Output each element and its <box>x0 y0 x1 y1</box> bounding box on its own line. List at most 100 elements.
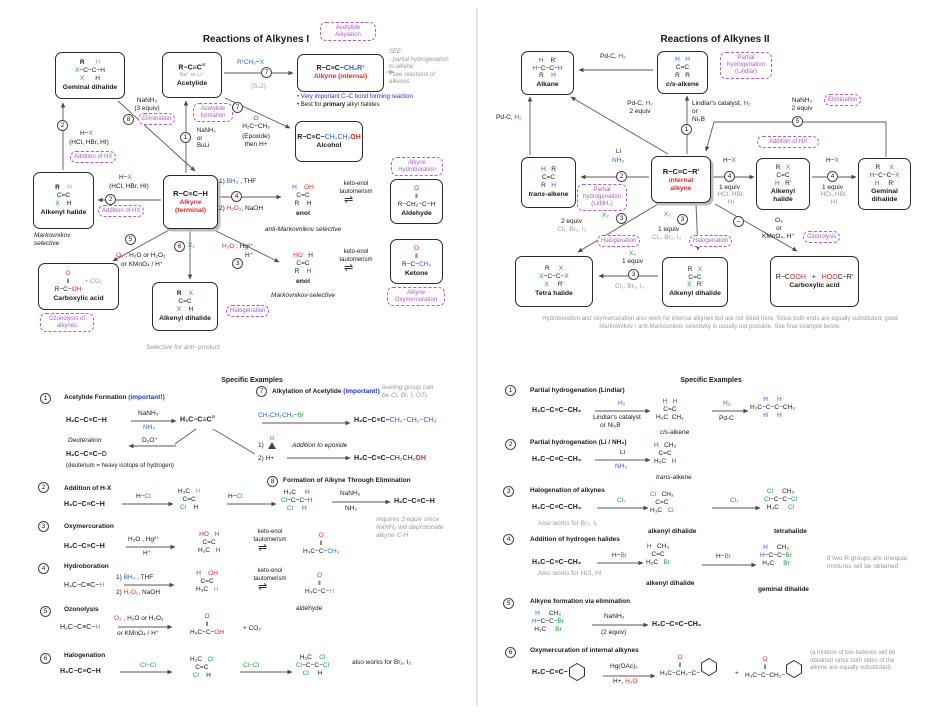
x2-reagent: X₂ <box>188 242 195 249</box>
step-circle-8: 8 <box>123 114 134 125</box>
ketone-2-structure: O‖H₃C−C−CH₂− <box>745 656 786 679</box>
step-circle-5: 5 <box>125 234 136 245</box>
example1-heading: Acetylide Formation (important!) <box>64 394 165 401</box>
pdc-h2-label-left: Pd-C, H₂ <box>496 114 522 121</box>
page1-examples-title: Specific Examples <box>221 377 283 384</box>
ketone-product-2: O‖H₃C−C−CH₂− <box>745 656 803 679</box>
hbr-label-1: H−Br <box>612 552 627 559</box>
one-equiv-label-3: 1 equiv <box>658 226 679 233</box>
halogenation-badge-2: Halogenation <box>689 235 733 248</box>
internal-alkyne-formula: R−C≡C−CH₂R¹ <box>316 65 365 73</box>
aldehyde-product-label: aldehyde <box>296 605 323 612</box>
elimination-badge: Elimination <box>138 113 176 126</box>
example1-substrate: H₃C−C≡C−H <box>66 417 107 424</box>
terminal-alkyne-box: R−C≡C−H Alkyne (terminal) <box>163 175 218 229</box>
hcl-reagent-1: H−Cl <box>136 493 151 500</box>
cl2-reagent-1: Cl−Cl <box>140 662 157 669</box>
p2-example3-note: Also works for Br₂, I₂ <box>538 520 598 527</box>
example7-heading: Alkylation of Acetylide (important!) <box>272 388 380 395</box>
alcohol-box: R−C≡C−CH₂CH₂OH Alcohol <box>295 121 363 162</box>
acetylide-box: R−C≡C⊖ Na⁺ or Li⁺ Acetylide <box>162 52 222 98</box>
example-circle-4: 4 <box>38 563 49 574</box>
step-circle-4: 4 <box>231 191 242 202</box>
or-label: or <box>776 225 782 232</box>
tetra-halide-label: Tetra halide <box>535 289 573 297</box>
example4-reagent-2: 2) H₂O₂, NaOH <box>116 589 161 596</box>
epoxide-triangle-icon <box>268 442 276 449</box>
cyclohexane-ring-icon-3 <box>786 660 803 679</box>
example6-substrate: H₃C−C≡C−H <box>60 668 101 675</box>
p2-example-circle-2: 2 <box>505 439 516 450</box>
alkenyl-halide-label-p2: Alkenyl halide <box>770 188 796 204</box>
cl2-reagent-2: Cl−Cl <box>243 662 260 669</box>
p2-step-circle-4b: 4 <box>827 171 838 182</box>
epoxide-step-1: 1) <box>258 442 264 449</box>
example-circle-8: 8 <box>267 476 278 487</box>
p2-ozonolysis-badge: Ozonolysis <box>803 231 841 244</box>
p2-alkenyl-halide-product-label: alkenyl dihalide <box>646 580 695 587</box>
hx-acids-vertical: (HCl, HBr, HI) <box>69 139 109 146</box>
alkenyl-dihalide-label: Alkenyl dihalide <box>159 314 211 322</box>
step-circle-1: 1 <box>180 132 191 143</box>
trans-alkene-product-label: trans-alkene <box>656 474 692 481</box>
oxymercuration-reagent: H₂O , Hg²⁺ <box>222 243 254 250</box>
p2-step-circle-3c: 3 <box>628 269 639 280</box>
ozonolysis-circle: – <box>733 216 744 227</box>
markovnikov-note: Markovnikov selective <box>34 232 71 248</box>
acetylide-label: Acetylide <box>176 80 208 88</box>
tetrahalide-product-label: tetrahalide <box>774 528 807 535</box>
nh3-reagent: NH₃ <box>612 157 625 164</box>
cyclohexyl-alkyne-substrate: H₃C−C≡C− <box>532 662 586 682</box>
p2-example-circle-5: 5 <box>503 598 514 609</box>
hcl-reagent-2: H−Cl <box>228 493 243 500</box>
leaving-group-note: leaving group can be Cl, Br, I, OTs <box>382 384 434 400</box>
p2-step-circle-4a: 4 <box>724 171 735 182</box>
pdc-label: Pd-C <box>719 415 734 422</box>
h2o-reagent: H+, H₂O <box>613 678 638 685</box>
example3-equilibrium: ⇌ <box>258 542 267 554</box>
cl2-label-2: Cl₂ <box>730 497 739 504</box>
alkyne-hydroboration-badge: Alkyne Hydroboration <box>391 157 443 177</box>
hx-acids-horizontal: (HCl, HBr, HI) <box>109 183 149 190</box>
acetylide-formula: R−C≡C⊖ <box>178 61 206 72</box>
addition-hx-badge-2: Addition of HX <box>98 205 145 218</box>
alkyne-oxymercuration-badge: Alkyne Oxymercuration <box>387 287 445 307</box>
epoxide-glyph: O <box>268 436 276 451</box>
pdc-h2-label-top: Pd-C, H₂ <box>600 53 626 60</box>
co2-product: + CO₂ <box>243 625 261 632</box>
p2-example6-heading: Oxymercuration of internal alkynes <box>530 647 639 654</box>
nanh2-buli-reagent: NaNH₂ or BuLi <box>197 128 216 149</box>
hx-acids-label-2: HCl, HBr, HI <box>820 191 848 207</box>
internal-alkyne-footnote: Hydroboration and oxymercuration also wo… <box>542 316 898 330</box>
example5-reagent-2: or KMnO₄ / H⁺ <box>117 630 160 637</box>
x2-label-3: X₂ <box>629 250 636 257</box>
cyclohexane-ring-icon-2 <box>701 658 718 677</box>
halogens-label-3: Cl₂, Br₂, I₂ <box>615 283 645 290</box>
p2-elimination-badge: Elimination <box>824 94 862 107</box>
carboxylic-acid-box: O‖R−C−OH + CO₂ Carboxylic acid <box>38 263 119 310</box>
example3-reagent-2: H⁺ <box>143 550 152 557</box>
step-circle-6: 6 <box>174 241 185 252</box>
example1-reagent-bottom: NH₃ <box>143 424 156 431</box>
keto-enol-label-1: keto-enol tautomerism <box>339 181 373 195</box>
equilibrium-arrows-1: ⇌ <box>344 194 353 206</box>
hx-label-1: H−X <box>723 157 736 164</box>
p2-example5-reagent-top: NaNH₂ <box>604 613 625 620</box>
internal-alkyne-label-p2: internal alkyne <box>668 176 694 192</box>
example-circle-1: 1 <box>40 393 51 404</box>
